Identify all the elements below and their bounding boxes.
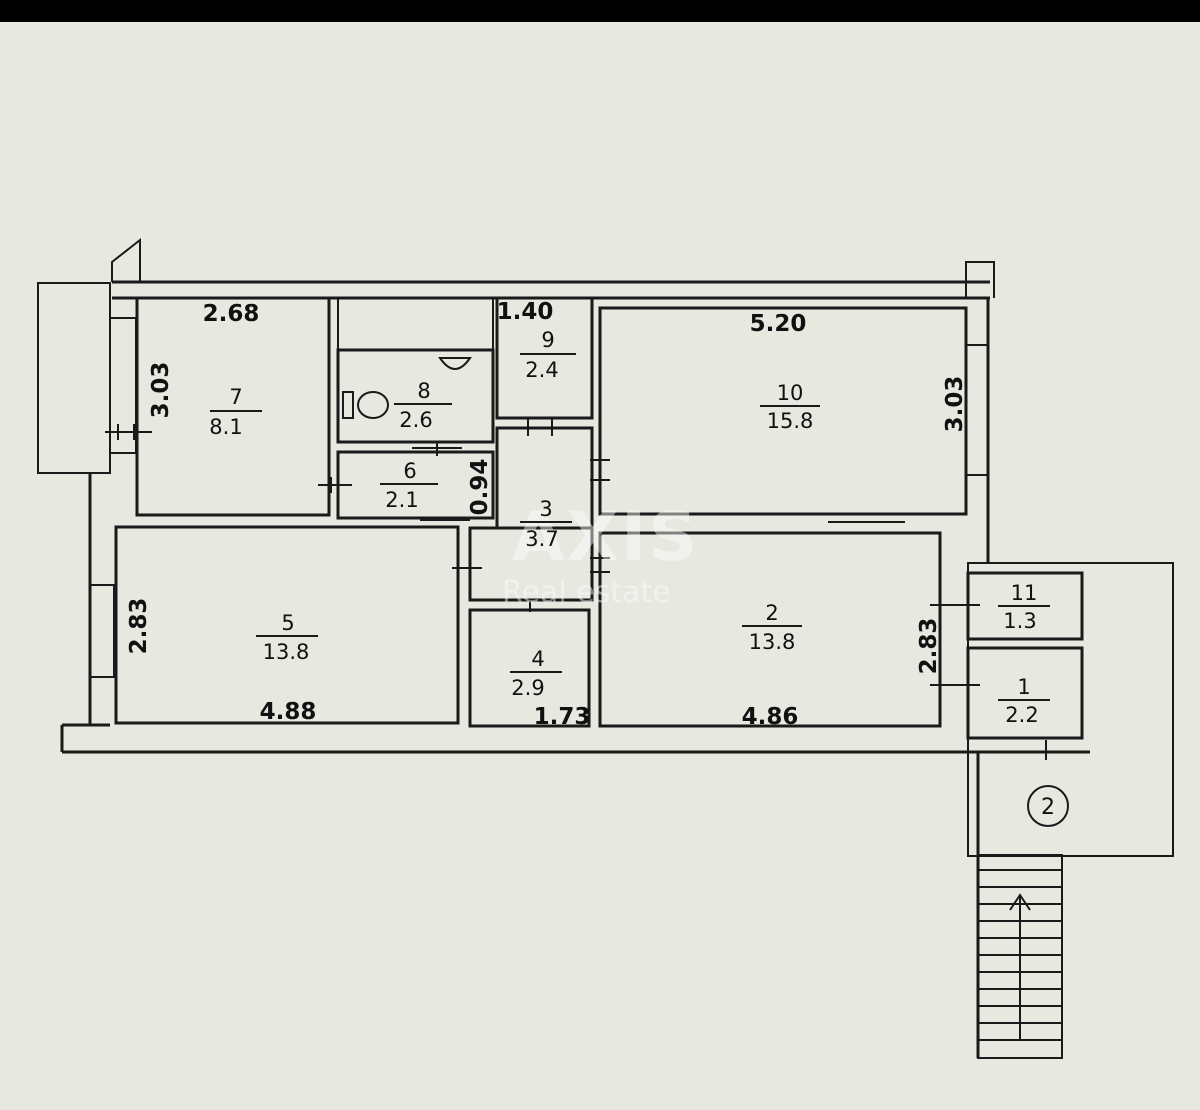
dim-room6-height: 0.94: [467, 459, 493, 516]
room-9-label: 9 2.4: [520, 328, 576, 382]
room-10-area: 15.8: [767, 409, 814, 433]
room-outlines: [114, 296, 1174, 1058]
room-11-label: 11 1.3: [998, 581, 1050, 633]
room-7-label: 7 8.1: [209, 385, 262, 439]
room-1-label: 1 2.2: [998, 675, 1050, 727]
window-right: [965, 344, 989, 476]
door-markers: [105, 418, 1047, 760]
room-2-number: 2: [765, 601, 778, 625]
dim-room7-height: 3.03: [148, 362, 174, 419]
room-9-number: 9: [541, 328, 554, 352]
window-left-bottom: [89, 584, 115, 678]
room-3-number: 3: [539, 497, 552, 521]
room-8-label: 8 2.6: [394, 379, 452, 432]
entrance-number: 2: [1041, 795, 1055, 820]
top-black-bar: [0, 0, 1200, 22]
room-8-area: 2.6: [399, 408, 432, 432]
room-4-number: 4: [531, 647, 544, 671]
room-8-number: 8: [417, 379, 430, 403]
room-3-label: 3 3.7: [520, 497, 572, 551]
room-2-label: 2 13.8: [742, 601, 802, 654]
room-5-number: 5: [281, 611, 294, 635]
room-5-area: 13.8: [263, 640, 310, 664]
room-11-area: 1.3: [1003, 609, 1036, 633]
dim-room4-width: 1.73: [534, 704, 591, 730]
room-4-area: 2.9: [511, 676, 544, 700]
room-6-number: 6: [403, 459, 416, 483]
room-9-area: 2.4: [525, 358, 558, 382]
entrance-marker: 2: [1027, 785, 1069, 827]
watermark-subtitle: Real estate: [502, 575, 671, 610]
dim-room2-height: 2.83: [916, 618, 942, 675]
room-4-label: 4 2.9: [510, 647, 562, 700]
dim-room9-width: 1.40: [497, 299, 554, 325]
room-7-area: 8.1: [209, 415, 242, 439]
toilet-icon: [342, 391, 389, 419]
dim-room10-width: 5.20: [750, 311, 807, 337]
room-6-area: 2.1: [385, 488, 418, 512]
dim-room2-width: 4.86: [742, 704, 799, 730]
room-10-label: 10 15.8: [760, 381, 820, 433]
room-6-label: 6 2.1: [380, 459, 438, 512]
room-1-area: 2.2: [1005, 703, 1038, 727]
room-7-number: 7: [229, 385, 242, 409]
room-1-number: 1: [1017, 675, 1030, 699]
sink-icon: [438, 357, 472, 370]
dim-room10-height: 3.03: [942, 376, 968, 433]
room-11-number: 11: [1011, 581, 1038, 605]
room-10-number: 10: [777, 381, 804, 405]
dim-room5-height: 2.83: [126, 598, 152, 655]
room-3-area: 3.7: [525, 527, 558, 551]
dim-room5-width: 4.88: [260, 699, 317, 725]
room-2-area: 13.8: [749, 630, 796, 654]
room-5-label: 5 13.8: [256, 611, 318, 664]
dim-room7-width: 2.68: [203, 301, 260, 327]
staircase: [977, 854, 1063, 1059]
watermark-brand: AXIS: [512, 498, 699, 577]
